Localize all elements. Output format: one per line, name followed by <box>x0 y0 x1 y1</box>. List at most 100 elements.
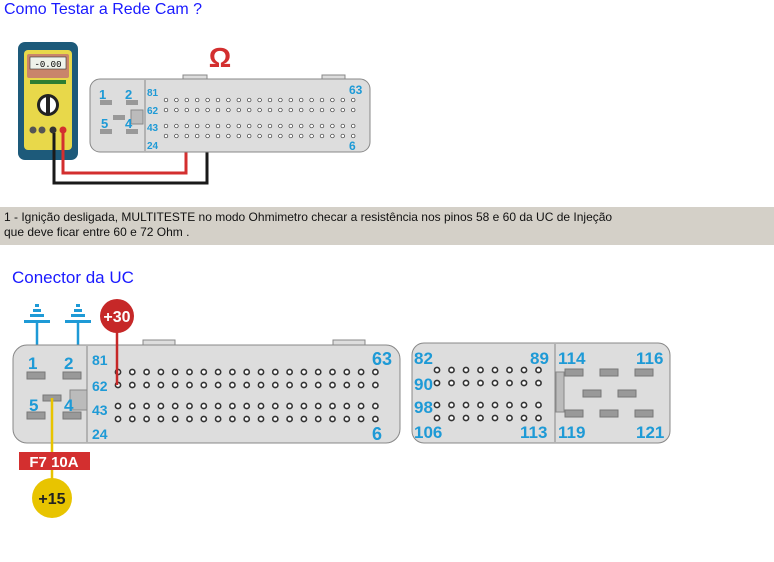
pin-label-119: 119 <box>558 423 585 442</box>
pin-hole <box>247 107 252 113</box>
pin-hole <box>491 366 499 374</box>
pin-hole <box>343 402 351 410</box>
plus30-label: +30 <box>103 309 130 326</box>
pin-hole <box>299 107 304 113</box>
pin-hole <box>195 123 200 129</box>
pin-label-63: 63 <box>372 349 392 369</box>
pin-hole <box>257 123 262 129</box>
pin-hole <box>491 401 499 409</box>
pin-hole <box>163 133 169 139</box>
pin-hole <box>433 366 441 374</box>
pin-hole <box>171 381 179 389</box>
pin-hole <box>371 402 379 410</box>
pin-hole <box>200 368 208 376</box>
pin-hole <box>200 415 208 423</box>
pin-label-5: 5 <box>29 396 38 415</box>
pin-label-89: 89 <box>530 349 549 368</box>
pin-label-1: 1 <box>99 87 106 102</box>
pin-hole <box>157 402 165 410</box>
pin-hole <box>186 381 193 389</box>
pin-hole <box>278 97 283 103</box>
pin-label-82: 82 <box>414 349 433 368</box>
pin-hole <box>257 402 265 410</box>
pin-hole <box>228 381 236 389</box>
pin-hole <box>243 402 251 410</box>
pin-hole <box>477 379 484 387</box>
plus30-supply: +30 <box>100 299 134 385</box>
pin-hole <box>174 123 179 129</box>
pin-hole <box>128 415 136 423</box>
pin-hole <box>520 379 528 387</box>
pin-hole <box>215 133 221 139</box>
pin-hole <box>491 414 499 422</box>
pin-hole <box>195 97 200 103</box>
pin-hole <box>330 123 335 129</box>
pin-label-81: 81 <box>147 88 159 99</box>
fuse-label: F7 10A <box>29 454 78 471</box>
instruction-note: 1 - Ignição desligada, MULTITESTE no mod… <box>0 207 774 245</box>
pin-label-24: 24 <box>147 141 159 152</box>
pin-hole <box>128 368 136 376</box>
pin-hole <box>226 123 231 129</box>
pin-hole <box>351 123 356 129</box>
pin-hole <box>314 381 322 389</box>
pin-hole <box>128 381 136 389</box>
pin-hole <box>157 415 165 423</box>
pin-hole <box>300 381 308 389</box>
pin-hole <box>128 402 136 410</box>
pin-hole <box>243 368 251 376</box>
pin-hole <box>329 402 336 410</box>
pin-hole <box>286 381 293 389</box>
pin-hole <box>184 133 189 139</box>
pin-hole <box>228 368 236 376</box>
pin-hole <box>462 366 470 374</box>
pin-hole <box>330 97 335 103</box>
pin-hole <box>319 97 325 103</box>
pin-hole <box>357 381 365 389</box>
pin-hole <box>236 107 241 113</box>
pin-hole <box>243 415 251 423</box>
pin-hole <box>300 368 308 376</box>
instruction-line-1: 1 - Ignição desligada, MULTITESTE no mod… <box>4 210 613 224</box>
pin-hole <box>319 107 325 113</box>
pin-hole <box>433 401 441 409</box>
pin-hole <box>226 133 231 139</box>
pin-hole <box>171 368 179 376</box>
pin-hole <box>340 133 345 139</box>
pin-label-63: 63 <box>349 83 363 97</box>
pin-hole <box>433 379 441 387</box>
pin-hole <box>271 368 279 376</box>
pin-hole <box>184 97 189 103</box>
pin-hole <box>143 368 150 376</box>
pin-hole <box>205 97 210 103</box>
pin-hole <box>491 379 499 387</box>
pin-hole <box>506 414 513 422</box>
pin-hole <box>163 107 169 113</box>
pin-hole <box>271 402 279 410</box>
pin-hole <box>286 415 293 423</box>
pin-hole <box>205 133 210 139</box>
section-title: Conector da UC <box>12 268 134 287</box>
pin-hole <box>288 123 293 129</box>
pin-hole <box>288 107 293 113</box>
pin-hole <box>309 133 314 139</box>
pin-hole <box>186 402 193 410</box>
pin-label-106: 106 <box>414 423 442 442</box>
pin-label-6: 6 <box>349 139 356 153</box>
pin-hole <box>228 402 236 410</box>
pin-hole <box>257 368 265 376</box>
pin-hole <box>309 123 314 129</box>
pin-hole <box>340 123 345 129</box>
pin-hole <box>236 123 241 129</box>
pin-hole <box>448 414 455 422</box>
pin-label-4: 4 <box>125 116 133 131</box>
pin-hole <box>257 381 265 389</box>
pin-hole <box>174 107 179 113</box>
pin-hole <box>247 133 252 139</box>
pin-hole <box>200 381 208 389</box>
pin-hole <box>329 368 336 376</box>
pin-hole <box>157 368 165 376</box>
pin-hole <box>171 402 179 410</box>
pin-label-24: 24 <box>92 426 108 442</box>
pin-hole <box>309 107 314 113</box>
